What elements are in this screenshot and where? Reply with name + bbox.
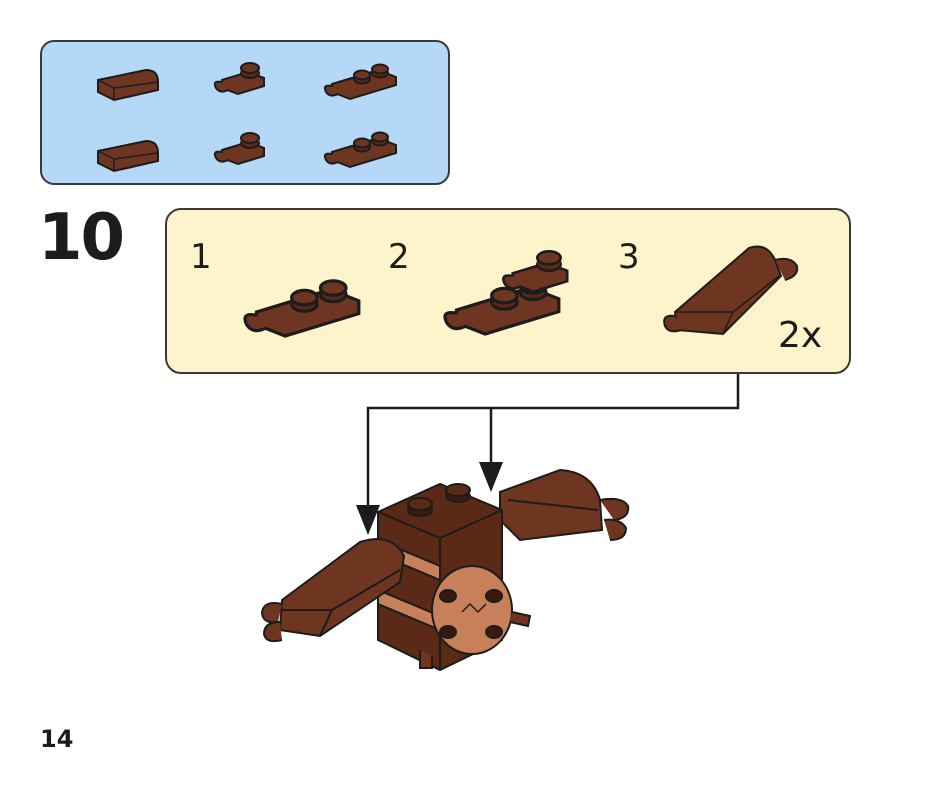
substep-label-1: 1 <box>190 237 212 277</box>
bat-model <box>260 468 630 672</box>
arrow-head-right <box>479 462 503 492</box>
arrow-head-left <box>356 505 380 535</box>
page-number: 14 <box>40 725 74 753</box>
substep-label-2: 2 <box>388 237 410 277</box>
parts-list <box>97 62 397 172</box>
step-number: 10 <box>38 201 125 275</box>
curved-slope-1x2-icon <box>97 140 159 172</box>
substep-2-assembly <box>443 250 569 336</box>
quantity-multiplier: 2x <box>778 315 823 356</box>
curved-slope-1x2-icon <box>97 69 159 101</box>
substep-3-assembly <box>663 245 799 336</box>
substep-1-assembly <box>243 279 361 338</box>
plate-clip-1x2-icon <box>323 131 397 168</box>
plate-clip-1x1-icon <box>213 132 265 165</box>
plate-clip-1x2-icon <box>323 63 397 100</box>
plate-clip-1x1-icon <box>213 62 265 95</box>
substep-label-3: 3 <box>618 237 640 277</box>
